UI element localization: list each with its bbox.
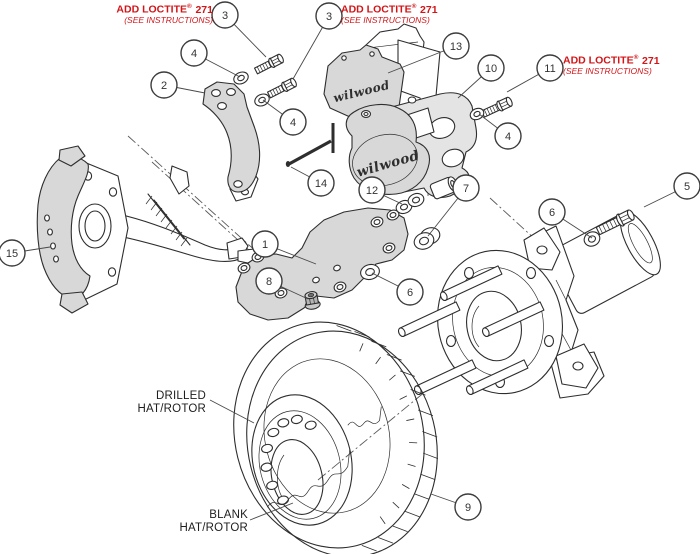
callout-9: 9 xyxy=(455,494,481,520)
callout-13: 13 xyxy=(443,33,469,59)
flat-washer xyxy=(253,92,271,108)
loctite-note-right: ADD LOCTITE®271 (SEE INSTRUCTIONS) xyxy=(563,54,660,76)
callout-circles: 3 3 4 2 4 13 10 11 4 14 12 7 5 6 1 8 6 15 9 xyxy=(0,2,700,520)
radial-mount-bracket xyxy=(236,208,408,320)
svg-text:7: 7 xyxy=(463,183,469,195)
loctite-note-title: ADD LOCTITE®271 xyxy=(563,54,660,67)
svg-text:4: 4 xyxy=(191,48,197,60)
caliper-mount-bracket-curved xyxy=(203,82,260,192)
callout-8: 8 xyxy=(256,268,282,294)
svg-text:4: 4 xyxy=(290,117,296,129)
flat-washer xyxy=(468,106,485,122)
flat-washer xyxy=(232,70,250,86)
callout-6: 6 xyxy=(539,199,565,225)
loctite-note-title: ADD LOCTITE®271 xyxy=(341,3,438,16)
callout-4: 4 xyxy=(495,123,521,149)
rotor-face-slots xyxy=(338,336,437,525)
svg-text:4: 4 xyxy=(505,131,511,143)
loctite-note-center: ADD LOCTITE®271 (SEE INSTRUCTIONS) xyxy=(341,3,438,25)
callout-5: 5 xyxy=(674,173,700,199)
rotor-vanes xyxy=(309,308,462,554)
callout-4: 4 xyxy=(280,109,306,135)
svg-text:10: 10 xyxy=(485,63,497,75)
callout-2: 2 xyxy=(151,72,177,98)
svg-text:8: 8 xyxy=(266,276,272,288)
callout-10: 10 xyxy=(478,55,504,81)
callout-3: 3 xyxy=(212,2,238,28)
callout-7: 7 xyxy=(453,175,479,201)
callout-3: 3 xyxy=(316,3,342,29)
label-drilled-hat-rotor: DRILLED HAT/ROTOR xyxy=(137,390,206,416)
mount-bolt-lower xyxy=(267,77,298,99)
label-blank-hat-rotor: BLANK HAT/ROTOR xyxy=(179,509,248,535)
svg-text:3: 3 xyxy=(222,10,228,22)
mount-bolt-upper xyxy=(254,53,285,75)
label-leaders xyxy=(210,400,293,520)
flat-washer xyxy=(359,262,381,281)
loctite-note-subtitle: (SEE INSTRUCTIONS) xyxy=(124,14,213,25)
callout-4: 4 xyxy=(181,40,207,66)
svg-text:14: 14 xyxy=(315,178,327,190)
loctite-note-subtitle: (SEE INSTRUCTIONS) xyxy=(341,14,430,25)
svg-text:9: 9 xyxy=(465,502,471,514)
brake-pads: wilwood xyxy=(324,24,440,126)
svg-text:12: 12 xyxy=(366,185,378,197)
svg-text:5: 5 xyxy=(684,181,690,193)
loctite-note-left: ADD LOCTITE®271 (SEE INSTRUCTIONS) xyxy=(113,3,213,25)
pad-retaining-pin xyxy=(285,123,333,167)
hat-drilled-holes xyxy=(247,395,398,508)
callout-6: 6 xyxy=(397,279,423,305)
callout-15: 15 xyxy=(0,240,25,266)
lock-nut xyxy=(303,290,321,310)
callout-14: 14 xyxy=(308,170,334,196)
svg-text:13: 13 xyxy=(450,41,462,53)
spacer-bushing xyxy=(412,225,442,252)
svg-text:11: 11 xyxy=(544,63,555,75)
loctite-note-title: ADD LOCTITE®271 xyxy=(116,3,213,16)
parking-brake-assembly xyxy=(37,146,258,313)
washer-pair xyxy=(394,191,425,215)
brake-rotor xyxy=(210,302,461,554)
svg-text:6: 6 xyxy=(549,207,555,219)
svg-text:15: 15 xyxy=(6,248,18,260)
callout-11: 11 xyxy=(537,55,563,81)
svg-text:6: 6 xyxy=(407,287,413,299)
loctite-note-subtitle: (SEE INSTRUCTIONS) xyxy=(563,65,652,76)
wheel-studs xyxy=(397,266,544,396)
svg-text:3: 3 xyxy=(326,11,332,23)
spring-coils xyxy=(146,196,187,246)
brake-caliper: wilwood xyxy=(346,93,476,200)
hub-bracket-bolt xyxy=(595,208,636,237)
callout-1: 1 xyxy=(252,231,278,257)
svg-text:1: 1 xyxy=(262,239,268,251)
svg-text:2: 2 xyxy=(161,80,167,92)
caliper-bolt xyxy=(481,96,514,119)
callout-12: 12 xyxy=(359,177,385,203)
axle-hub-assembly xyxy=(397,206,668,405)
